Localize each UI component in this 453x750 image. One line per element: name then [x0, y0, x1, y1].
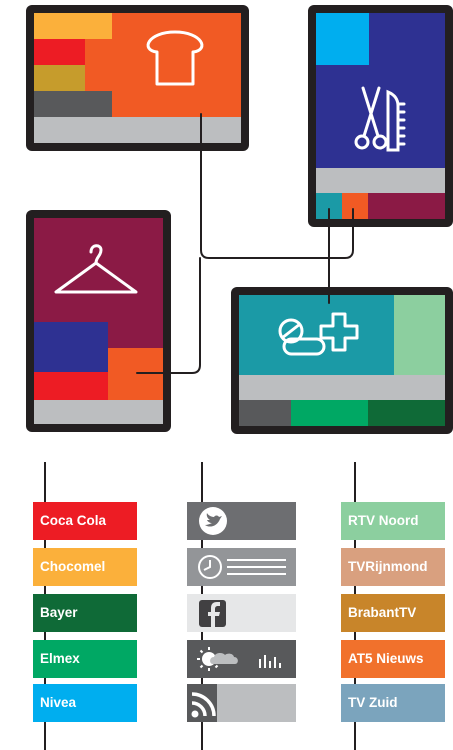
health-screen — [231, 287, 453, 434]
connector-food-to-grooming — [200, 113, 354, 259]
brand-label-nivea: Nivea — [33, 684, 137, 722]
block-dark-gray — [34, 91, 112, 117]
rss-icon — [187, 684, 217, 722]
clock-list-icon — [198, 555, 286, 579]
block-mint — [394, 295, 445, 375]
food-screen — [26, 5, 249, 151]
screen-gray-bar — [316, 168, 445, 193]
grooming-screen — [308, 5, 453, 227]
brand-label-bayer: Bayer — [33, 594, 137, 632]
brand-label-chocomel: Chocomel — [33, 548, 137, 586]
block-orange — [342, 193, 368, 219]
block-navy — [34, 322, 108, 372]
block-red — [34, 39, 85, 65]
weather-icon — [197, 647, 281, 671]
scissors-comb-icon — [354, 86, 406, 152]
broadcaster-label-tv-zuid: TV Zuid — [341, 684, 445, 722]
twitter-icon — [199, 507, 227, 535]
brand-label-elmex: Elmex — [33, 640, 137, 678]
screen-main-area — [239, 295, 394, 375]
screen-bottom-bar — [34, 400, 163, 424]
broadcaster-label-at5-nieuws: AT5 Nieuws — [341, 640, 445, 678]
block-dark-green — [368, 400, 445, 426]
bread-icon — [146, 30, 204, 86]
block-light-blue — [316, 13, 369, 65]
broadcaster-label-tvrijnmond: TVRijnmond — [341, 548, 445, 586]
channel-clock-list — [187, 548, 296, 586]
screen-connectors — [136, 113, 354, 374]
channel-weather — [187, 640, 296, 678]
broadcaster-label-rtv-noord: RTV Noord — [341, 502, 445, 540]
screen-gray-bar — [239, 375, 445, 400]
brand-label-coca-cola: Coca Cola — [33, 502, 137, 540]
screen-bottom-bar — [34, 117, 241, 143]
channel-facebook — [187, 594, 296, 632]
channel-rss — [187, 684, 296, 722]
clothing-screen — [26, 210, 171, 432]
block-dark-gray — [239, 400, 291, 426]
block-yellow — [34, 13, 112, 39]
block-green — [291, 400, 368, 426]
connector-clothing — [136, 257, 201, 374]
hanger-icon — [54, 244, 138, 294]
block-gold — [34, 65, 85, 91]
pills-cross-icon — [278, 312, 359, 356]
facebook-icon — [199, 600, 226, 627]
block-red — [34, 372, 108, 400]
channel-twitter — [187, 502, 296, 540]
broadcaster-label-brabanttv: BrabantTV — [341, 594, 445, 632]
